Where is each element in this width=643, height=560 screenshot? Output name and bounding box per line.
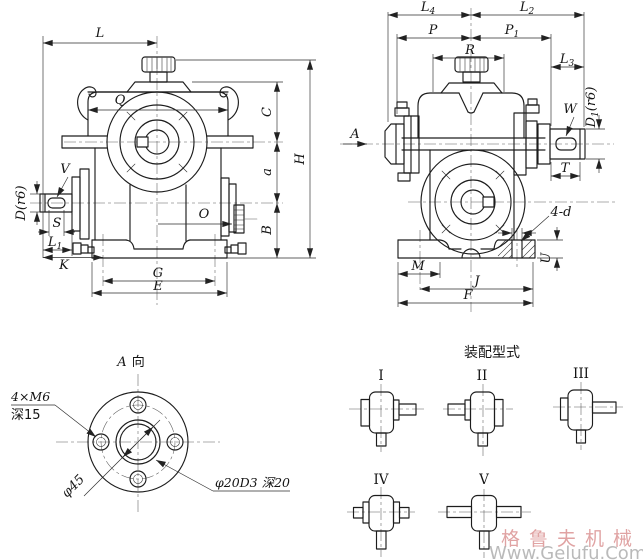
assembly-type-label: III <box>573 366 589 382</box>
assembly-type-label: II <box>477 368 488 384</box>
side-view-dimensions <box>387 11 605 307</box>
side-input-flange <box>384 101 420 182</box>
thread-note-line2: 深15 <box>11 408 41 423</box>
front-view-centerlines <box>30 36 283 305</box>
front-side-cover <box>220 177 259 237</box>
dim-label-J: J <box>471 274 480 289</box>
dim-label-O: O <box>199 207 210 222</box>
dim-label-K: K <box>58 258 70 273</box>
assembly-type-label: V <box>478 472 489 488</box>
watermark-url: Www.Gelufu.Com <box>489 543 643 560</box>
assembly-type-5: V <box>438 472 531 558</box>
dim-label-L3: L3 <box>559 52 575 69</box>
watermark: 格鲁夫机械 Www.Gelufu.Com <box>489 528 643 560</box>
foot-section-hatching <box>497 239 536 259</box>
watermark-brand: 格鲁夫机械 <box>501 528 641 550</box>
dim-label-G: G <box>153 266 163 281</box>
bolt-circle-dia-label: φ45 <box>59 472 88 501</box>
dim-label-V: V <box>60 162 71 177</box>
dim-label-F: F <box>462 288 473 303</box>
assembly-type-2: II <box>443 368 513 456</box>
a-view-centerlines <box>56 374 220 514</box>
holes-note-label: 4-d <box>550 205 572 220</box>
dim-label-Q: Q <box>115 93 126 108</box>
assembly-type-label: IV <box>373 472 388 488</box>
assembly-types: 装配型式 I II <box>347 345 623 558</box>
dim-label-a: a <box>260 168 275 176</box>
flange-circles <box>87 391 189 493</box>
side-oil-filler-cap <box>440 56 503 94</box>
assembly-type-label: I <box>378 368 383 384</box>
view-direction-label: A <box>349 127 359 142</box>
front-input-shaft <box>39 168 90 240</box>
dim-label-C: C <box>260 107 275 117</box>
dim-label-W: W <box>563 102 578 117</box>
bore-note-label: φ20D3 深20 <box>215 475 290 490</box>
dim-label-E: E <box>152 279 163 294</box>
side-view-centerlines <box>340 8 618 312</box>
side-output-shaft <box>513 98 586 176</box>
dim-label-D: D(r6) <box>14 185 29 221</box>
dim-label-L: L <box>95 26 105 41</box>
dim-label-P: P <box>428 23 438 38</box>
dim-label-D1: D1(r6) <box>584 87 601 129</box>
a-view-leaders <box>11 404 290 497</box>
front-view: L Q O V D(r6) S L1 K G E C a B H <box>14 26 316 305</box>
dim-label-B: B <box>260 225 275 236</box>
dim-label-T: T <box>561 161 571 176</box>
assembly-type-3: III <box>553 366 623 450</box>
dim-label-M: M <box>410 259 425 274</box>
assembly-type-4: IV <box>347 472 415 557</box>
dim-label-L1: L1 <box>47 235 62 252</box>
thread-note-line1: 4×M6 <box>10 389 50 404</box>
dim-label-H: H <box>293 153 308 166</box>
dim-label-S: S <box>53 216 62 231</box>
dim-label-L4: L4 <box>420 0 436 17</box>
dim-label-U: U <box>539 251 554 263</box>
front-housing <box>61 86 254 259</box>
assembly-title: 装配型式 <box>464 345 520 361</box>
dim-label-P1: P1 <box>504 23 519 40</box>
assembly-type-1: I <box>349 368 424 452</box>
side-wheel-circles <box>420 149 526 255</box>
oil-filler-cap <box>126 56 192 93</box>
front-view-dimensions <box>30 36 316 297</box>
dim-label-R: R <box>464 43 475 58</box>
dim-label-L2: L2 <box>519 0 535 17</box>
front-foot-bolts <box>72 242 247 255</box>
side-view: L4 L2 P P1 R L3 A W D1(r6) T 4-d U M J F <box>340 0 618 312</box>
front-wheel-circles <box>106 91 208 193</box>
